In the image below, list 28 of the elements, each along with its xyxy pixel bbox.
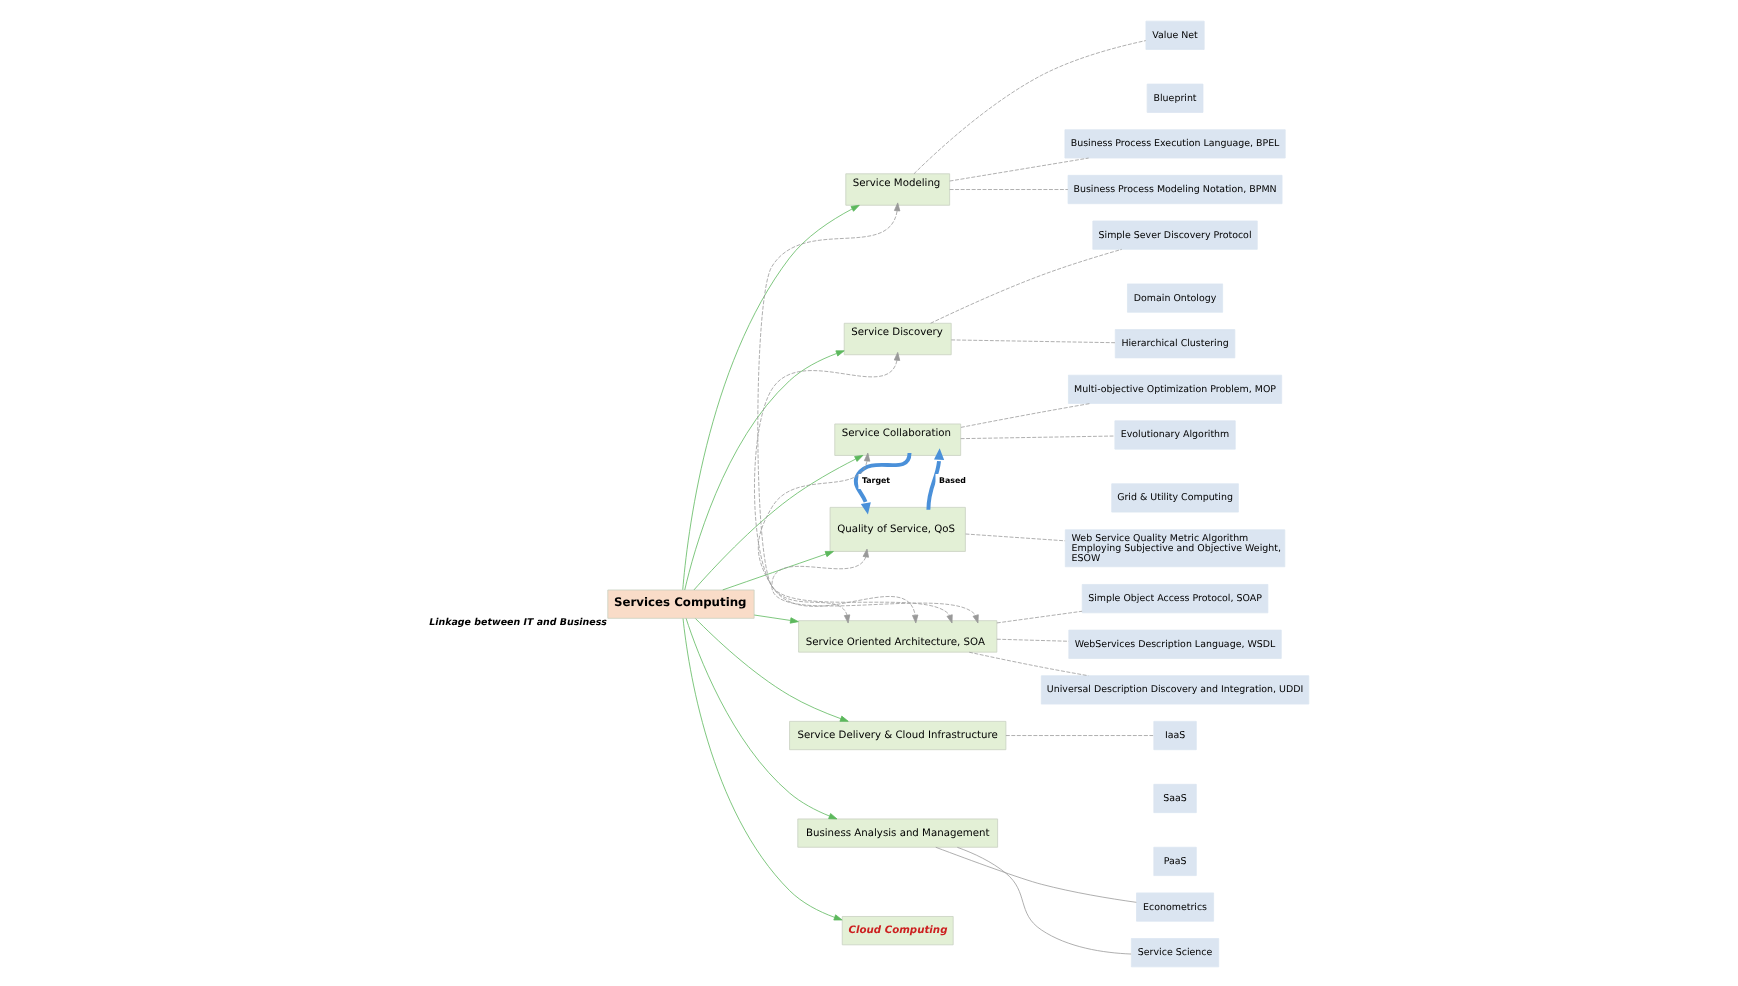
connector [930, 247, 1123, 323]
connector [950, 338, 1116, 343]
arrow [722, 550, 834, 590]
arrow [684, 349, 845, 590]
connector [949, 156, 1090, 181]
connector [956, 845, 1132, 954]
connector [968, 650, 1089, 676]
arrow [757, 451, 953, 623]
arrow [693, 454, 864, 590]
arrow [695, 617, 849, 721]
connector [965, 532, 1066, 541]
connector [913, 39, 1147, 174]
arrow [757, 201, 901, 623]
arrow [682, 617, 843, 920]
connector [960, 402, 1091, 427]
connector [996, 609, 1083, 623]
arrow [682, 203, 860, 590]
connector [935, 845, 1137, 902]
connector [960, 434, 1116, 439]
arrow [853, 451, 912, 514]
arrow [926, 447, 945, 509]
arrow [771, 547, 979, 623]
connector [1005, 734, 1155, 735]
arrow [685, 617, 838, 819]
arrow [754, 351, 919, 623]
connector [996, 637, 1070, 641]
connector [949, 188, 1069, 189]
arrow [753, 613, 799, 623]
